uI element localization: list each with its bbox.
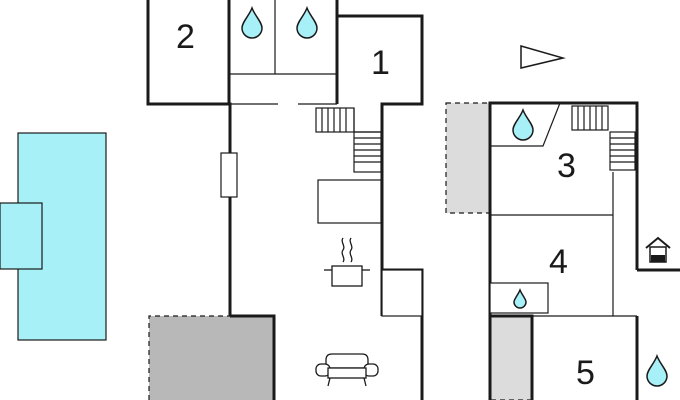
- stairs-icon: [315, 107, 382, 173]
- sofa-icon: [315, 353, 379, 387]
- water-drop-icon: [241, 5, 668, 387]
- terrace-light-lower: [489, 315, 533, 400]
- room-label-3: 3: [557, 147, 576, 185]
- main-building: [146, 0, 424, 400]
- house-icon: [645, 236, 671, 263]
- room-label-2: 2: [176, 18, 195, 56]
- room-label-5: 5: [576, 354, 595, 392]
- terrace-dark-border: [148, 315, 230, 400]
- terrace-dark: [149, 316, 274, 400]
- north-arrow-icon: [520, 45, 566, 69]
- kitchen-counter: [317, 179, 382, 224]
- room-label-4: 4: [549, 243, 568, 281]
- room-label-1: 1: [371, 44, 390, 82]
- stove-pot-icon: [324, 237, 370, 287]
- window: [220, 152, 238, 198]
- annex-stairs-icon: [571, 105, 636, 171]
- terrace-light-upper: [445, 102, 491, 214]
- closet: [381, 269, 423, 317]
- pool-step: [0, 202, 43, 270]
- pool: [0, 132, 107, 341]
